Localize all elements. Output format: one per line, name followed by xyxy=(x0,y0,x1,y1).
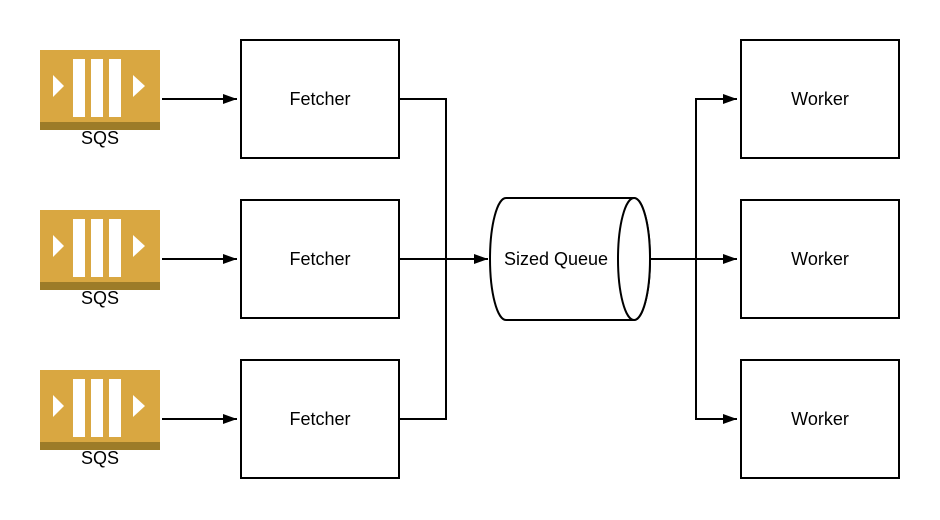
worker-node-1: Worker xyxy=(740,39,900,159)
sqs-queue-icon xyxy=(40,210,160,290)
fetcher-node-2: Fetcher xyxy=(240,199,400,319)
fetcher-node-1: Fetcher xyxy=(240,39,400,159)
fetcher-label: Fetcher xyxy=(289,408,351,429)
sqs-queue-icon xyxy=(40,50,160,130)
fetcher-label: Fetcher xyxy=(289,88,351,109)
sqs-label: SQS xyxy=(80,448,119,468)
worker-label: Worker xyxy=(791,408,849,429)
sqs-node-3: SQS xyxy=(40,370,160,467)
sqs-label: SQS xyxy=(80,288,119,308)
sqs-queue-icon xyxy=(40,370,160,450)
sqs-node-1: SQS xyxy=(40,50,160,147)
sqs-label: SQS xyxy=(80,128,119,148)
fetcher-node-3: Fetcher xyxy=(240,359,400,479)
worker-label: Worker xyxy=(791,248,849,269)
sqs-node-2: SQS xyxy=(40,210,160,307)
cylinder-end-cap xyxy=(617,197,651,321)
sized-queue-shape xyxy=(489,197,651,321)
fetcher-label: Fetcher xyxy=(289,248,351,269)
worker-node-3: Worker xyxy=(740,359,900,479)
worker-label: Worker xyxy=(791,88,849,109)
worker-node-2: Worker xyxy=(740,199,900,319)
